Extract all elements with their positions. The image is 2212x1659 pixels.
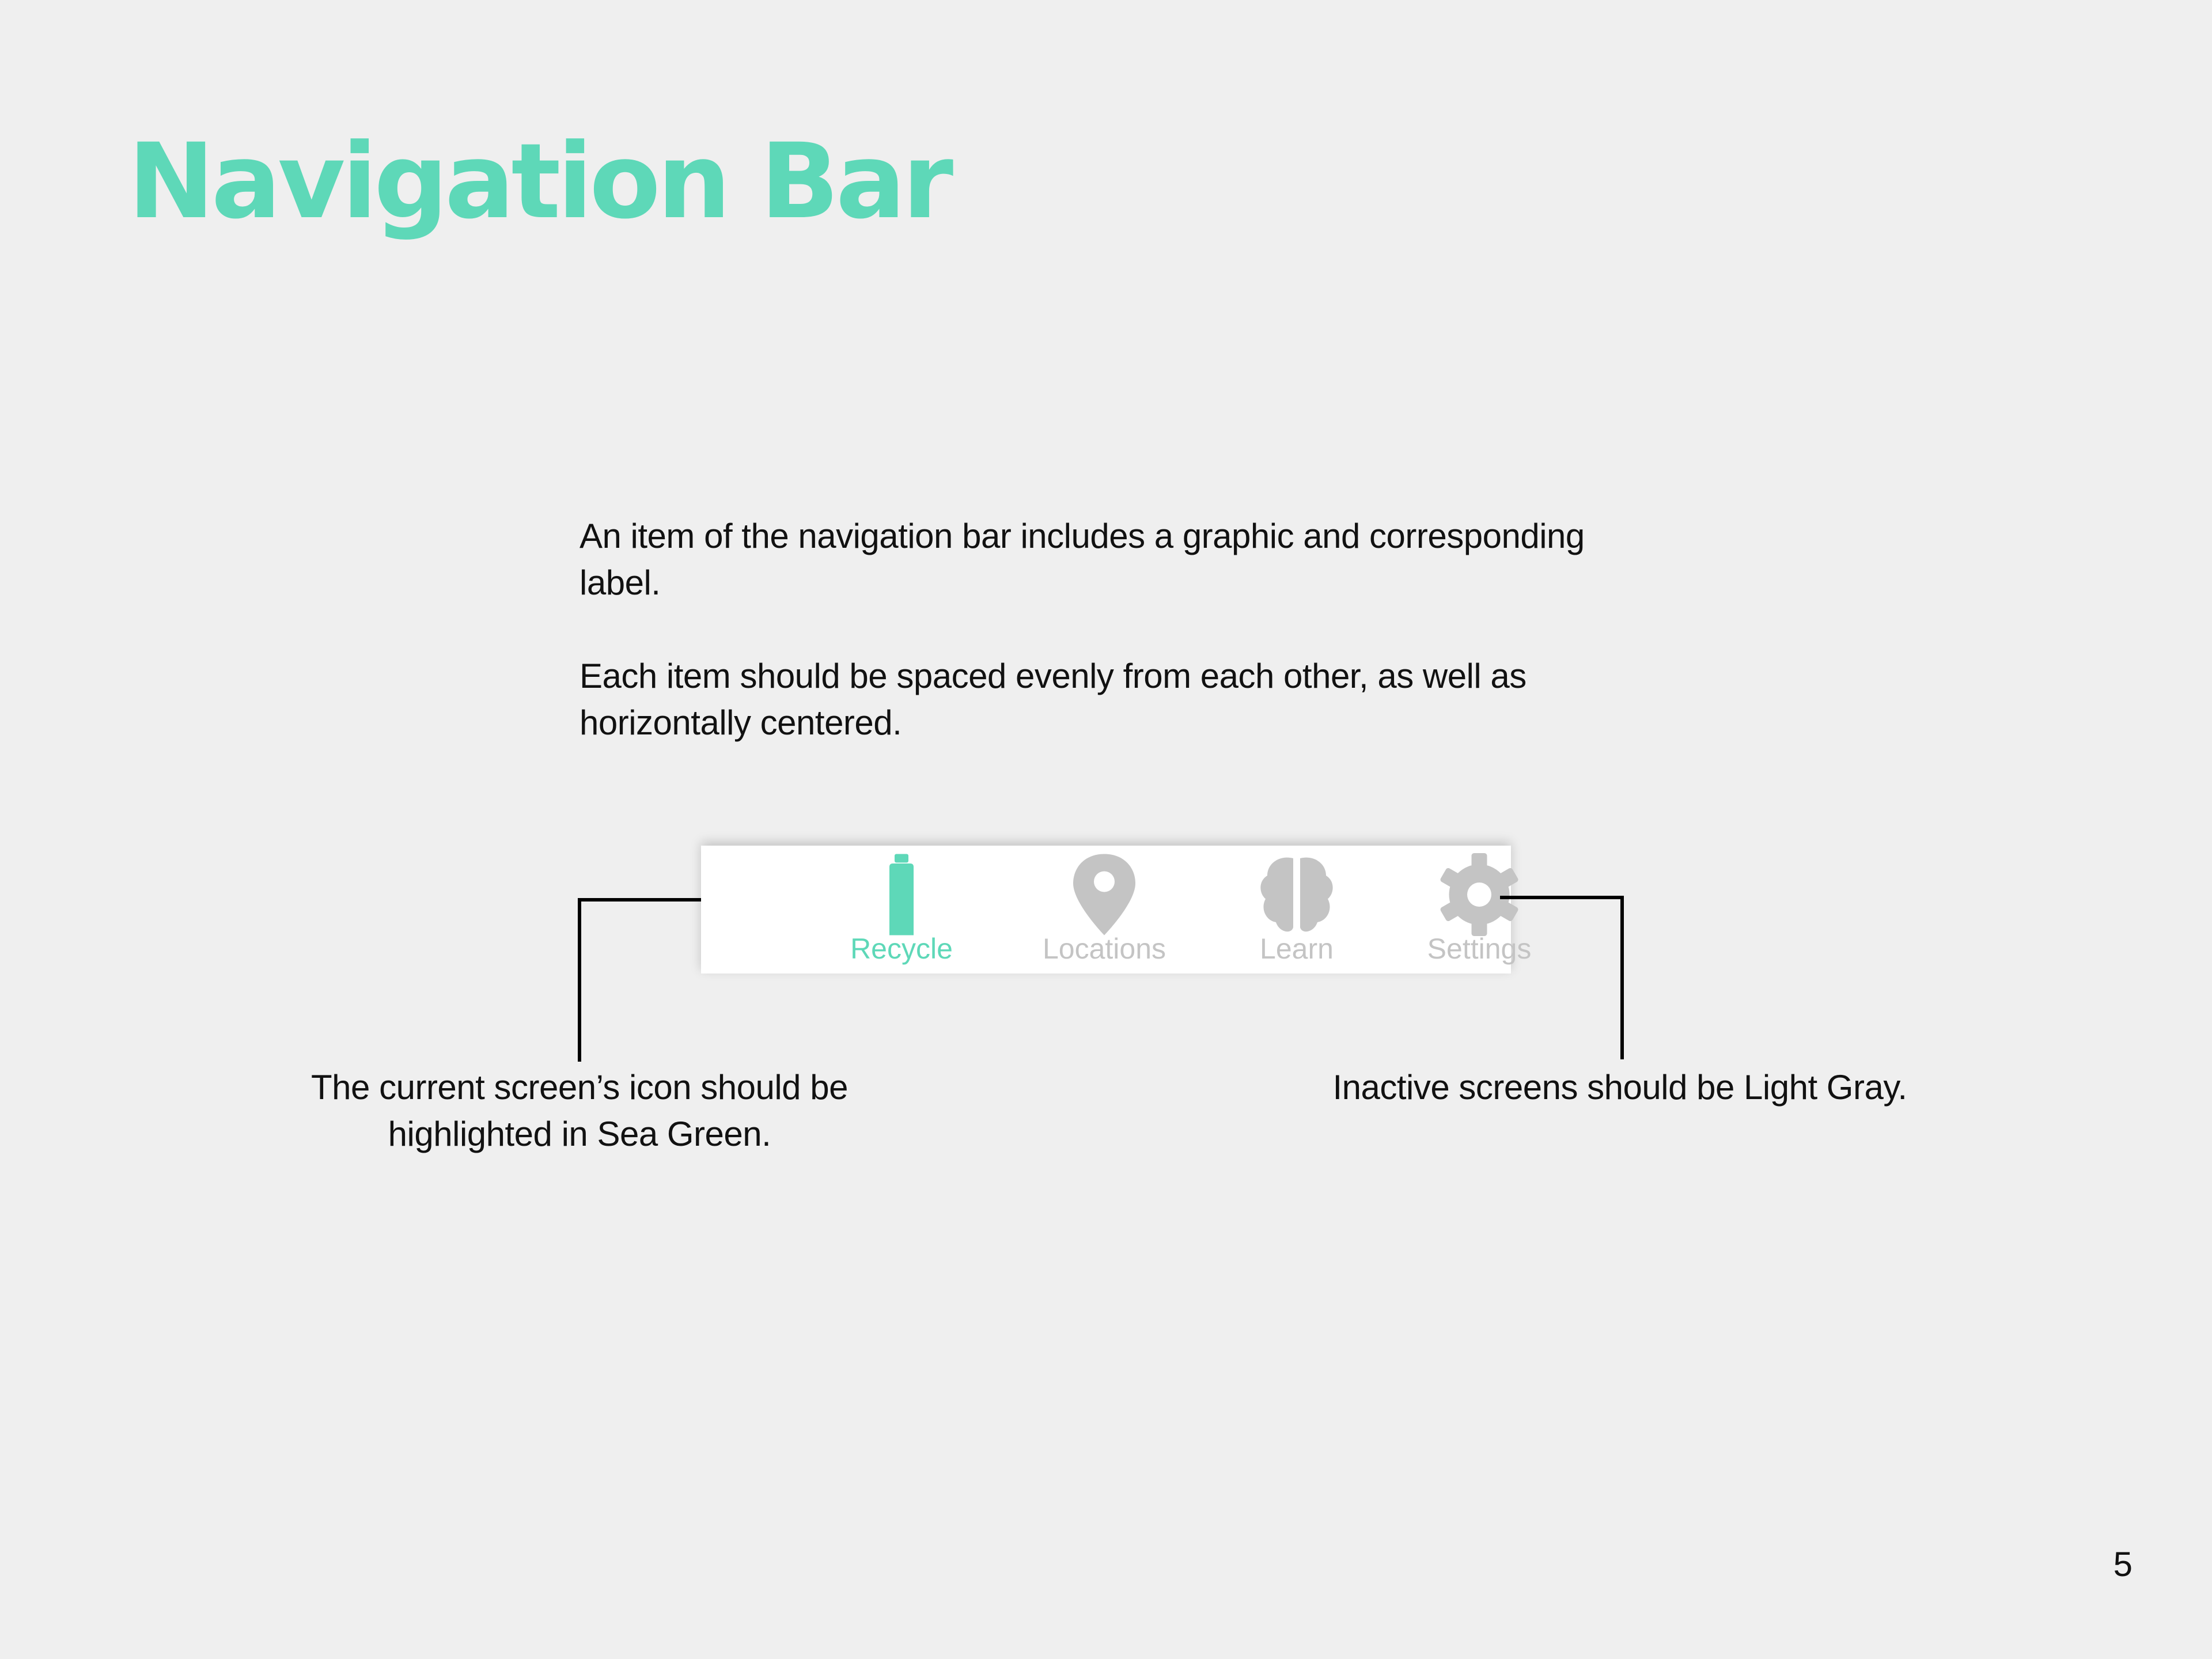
callout-line-active-vertical	[578, 898, 581, 1062]
callout-active-note: The current screen’s icon should be high…	[234, 1064, 925, 1157]
nav-label-locations: Locations	[1042, 933, 1166, 965]
description: An item of the navigation bar includes a…	[579, 513, 1674, 746]
nav-label-learn: Learn	[1260, 933, 1334, 965]
nav-item-settings[interactable]: Settings	[1393, 846, 1566, 974]
nav-item-learn[interactable]: Learn	[1210, 846, 1383, 974]
description-paragraph: Each item should be spaced evenly from e…	[579, 657, 1527, 742]
brain-icon	[1253, 851, 1340, 938]
callout-line-active-horizontal	[578, 898, 701, 902]
navigation-bar: Recycle Locations Learn	[701, 846, 1531, 974]
callout-line-inactive-horizontal	[1500, 896, 1624, 899]
callout-active-note-line: highlighted in Sea Green.	[388, 1115, 771, 1153]
nav-label-recycle: Recycle	[850, 933, 953, 965]
callout-active-note-line: The current screen’s icon should be	[311, 1068, 848, 1107]
gear-icon	[1436, 851, 1522, 938]
bottle-icon	[858, 851, 945, 938]
callout-inactive-note: Inactive screens should be Light Gray.	[1332, 1068, 1907, 1107]
map-pin-icon	[1061, 851, 1147, 938]
page-title: Navigation Bar	[128, 122, 953, 242]
nav-item-recycle[interactable]: Recycle	[815, 846, 988, 974]
description-paragraph: An item of the navigation bar includes a…	[579, 517, 1585, 602]
nav-item-locations[interactable]: Locations	[1018, 846, 1191, 974]
page-number: 5	[2113, 1545, 2133, 1584]
callout-line-inactive-vertical	[1620, 896, 1624, 1059]
nav-label-settings: Settings	[1427, 933, 1532, 965]
